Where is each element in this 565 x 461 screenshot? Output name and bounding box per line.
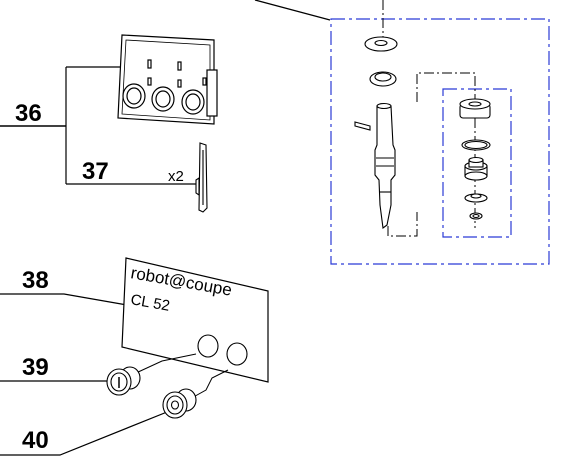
callout-37: 37 x2 <box>82 158 184 185</box>
callout-38: 38 <box>0 267 128 306</box>
cover-plate-part <box>117 34 218 125</box>
off-button-part <box>162 388 197 419</box>
callout-36: 36 <box>0 66 196 185</box>
callout-37-number: 37 <box>82 158 109 185</box>
model-label: CL 52 <box>129 291 171 315</box>
callout-39: 39 <box>0 353 197 382</box>
callout-40-number: 40 <box>22 427 49 454</box>
label-plate-part: robot@coupe CL 52 <box>121 257 269 383</box>
callout-36-number: 36 <box>15 100 42 127</box>
callout-39-number: 39 <box>22 354 49 381</box>
clip-part <box>195 142 208 213</box>
quantity-label: x2 <box>168 168 184 185</box>
bearing-parts <box>459 98 491 220</box>
callout-40: 40 <box>0 369 229 456</box>
on-button-part <box>106 366 141 396</box>
motor-assembly-outline <box>330 18 550 265</box>
callout-38-number: 38 <box>22 267 49 294</box>
leader-line-top <box>254 0 331 21</box>
shaft-assembly-parts <box>354 36 398 230</box>
